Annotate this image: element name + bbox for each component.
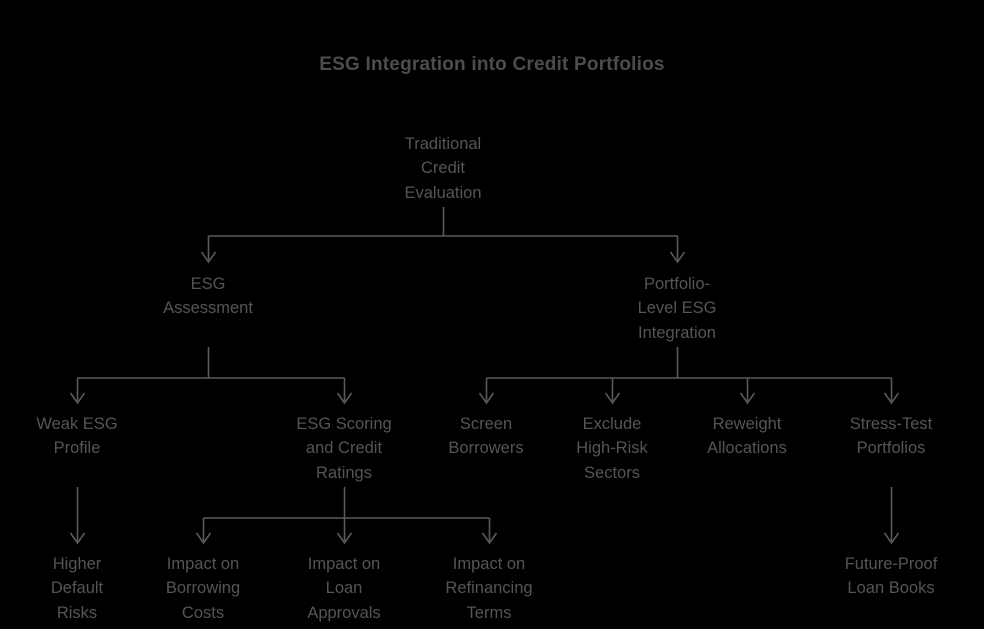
node-esg-scoring-and-credit-ratings[interactable]: ESG Scoring and Credit Ratings <box>296 415 392 482</box>
edge-esg-scoring-split <box>202 487 491 541</box>
node-impact-on-loan-approvals[interactable]: Impact on Loan Approvals <box>307 555 381 622</box>
node-screen-borrowers[interactable]: Screen Borrowers <box>448 415 524 458</box>
node-higher-default-risks[interactable]: Higher Default Risks <box>50 555 104 622</box>
arrowhead-to-exclude-high-risk-sectors <box>604 392 621 405</box>
node-impact-on-refinancing-terms[interactable]: Impact on Refinancing Terms <box>445 555 533 622</box>
node-portfolio-level-esg-integration[interactable]: Portfolio- Level ESG Integration <box>637 275 717 342</box>
arrowhead-to-impact-on-loan-approvals <box>336 532 353 545</box>
page-title: ESG Integration into Credit Portfolios <box>319 54 665 75</box>
node-stress-test-portfolios[interactable]: Stress-Test Portfolios <box>849 415 933 458</box>
node-weak-esg-profile[interactable]: Weak ESG Profile <box>36 415 118 458</box>
edge-root-split <box>207 207 679 260</box>
node-esg-assessment[interactable]: ESG Assessment <box>163 275 253 318</box>
arrowhead-to-esg-scoring-and-credit-ratings <box>336 392 353 405</box>
arrowhead-to-portfolio-level-esg-integration <box>669 251 686 264</box>
arrowhead-to-impact-on-borrowing-costs <box>195 532 212 545</box>
edge-portfolio-integration-split <box>485 347 893 401</box>
arrowhead-to-impact-on-refinancing-terms <box>481 532 498 545</box>
arrowhead-to-screen-borrowers <box>478 392 495 405</box>
node-traditional-credit-evaluation[interactable]: Traditional Credit Evaluation <box>404 135 482 202</box>
node-reweight-allocations[interactable]: Reweight Allocations <box>707 415 787 458</box>
arrowhead-to-esg-assessment <box>200 251 217 264</box>
node-future-proof-loan-books[interactable]: Future-Proof Loan Books <box>844 555 938 598</box>
node-exclude-high-risk-sectors[interactable]: Exclude High-Risk Sectors <box>576 415 648 482</box>
arrowhead-to-future-proof-loan-books <box>883 532 900 545</box>
node-impact-on-borrowing-costs[interactable]: Impact on Borrowing Costs <box>165 555 241 622</box>
arrowhead-to-higher-default-risks <box>69 532 86 545</box>
arrowhead-to-weak-esg-profile <box>69 392 86 405</box>
arrowhead-to-reweight-allocations <box>739 392 756 405</box>
edge-esg-assessment-split <box>76 347 346 401</box>
arrowhead-to-stress-test-portfolios <box>883 392 900 405</box>
